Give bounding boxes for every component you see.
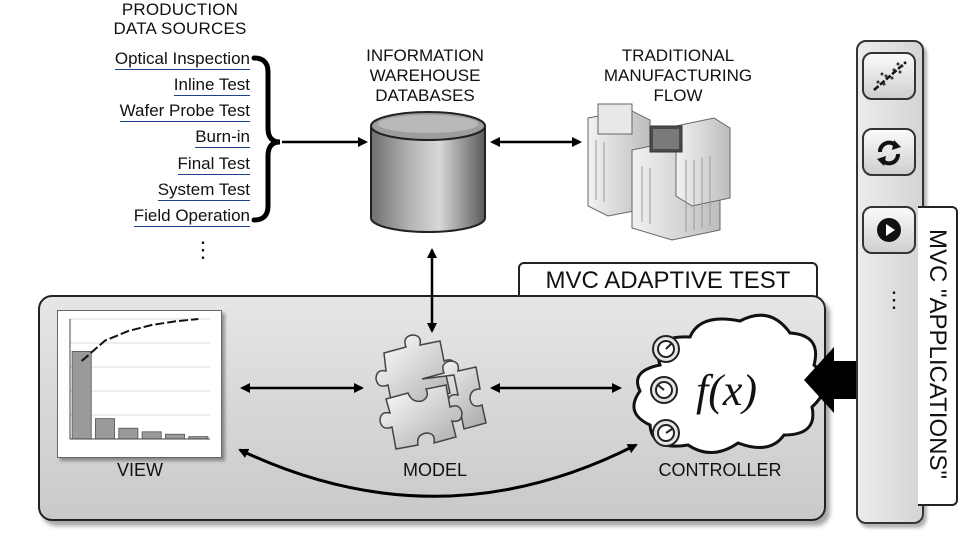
flow-line3: FLOW [653,86,703,105]
applications-label: MVC "APPLICATIONS" [924,229,951,479]
controller-label: CONTROLLER [658,460,782,480]
flow-line2: MANUFACTURING [603,66,753,85]
sources-title-line2: DATA SOURCES [113,19,247,38]
mvc-title-tab: MVC ADAPTIVE TEST [518,262,818,298]
warehouse-line3: DATABASES [375,86,475,105]
applications-label-tab [918,206,958,506]
warehouse-caption: INFORMATION WAREHOUSE DATABASES [345,46,505,106]
refresh-icon [877,140,901,166]
source-inline-test: Inline Test [173,75,250,96]
servers-icon [587,103,731,241]
puzzle-icon [375,334,487,450]
sources-title: PRODUCTION DATA SOURCES [100,0,260,38]
applications-controller-arrow [804,347,858,413]
scatter-plot-icon [873,61,907,91]
source-burn-in: Burn-in [195,127,250,148]
sources-title-line1: PRODUCTION [121,0,239,19]
gauge-icon [650,335,680,447]
play-icon [877,218,901,242]
view-label: VIEW [116,460,163,480]
database-icon [370,111,486,233]
sources-brace [251,55,281,223]
applications-sidebar [856,40,924,524]
pareto-chart [69,318,210,440]
source-wafer-probe-test: Wafer Probe Test [119,101,250,122]
flow-caption: TRADITIONAL MANUFACTURING FLOW [588,46,768,106]
warehouse-line2: WAREHOUSE [369,66,481,85]
mvc-diagram: f(x) [238,295,858,498]
cumulative-line [81,318,199,362]
warehouse-line1: INFORMATION [366,46,484,65]
refresh-button[interactable] [862,128,916,176]
source-final-test: Final Test [177,154,250,175]
view-chart-frame [57,310,222,458]
source-optical-inspection: Optical Inspection [114,49,250,70]
controller-view-arrow [238,443,638,498]
model-label: MODEL [402,460,467,480]
top-diagram [251,55,731,298]
controller-cloud-icon: f(x) [632,313,826,454]
flow-line1: TRADITIONAL [621,46,735,65]
scatter-plot-button[interactable] [862,52,916,100]
applications-more-ellipsis: ⋮ [883,287,905,312]
controller-formula: f(x) [696,366,757,415]
source-field-operation: Field Operation [133,206,250,227]
source-system-test: System Test [157,180,250,201]
play-button[interactable] [862,206,916,254]
